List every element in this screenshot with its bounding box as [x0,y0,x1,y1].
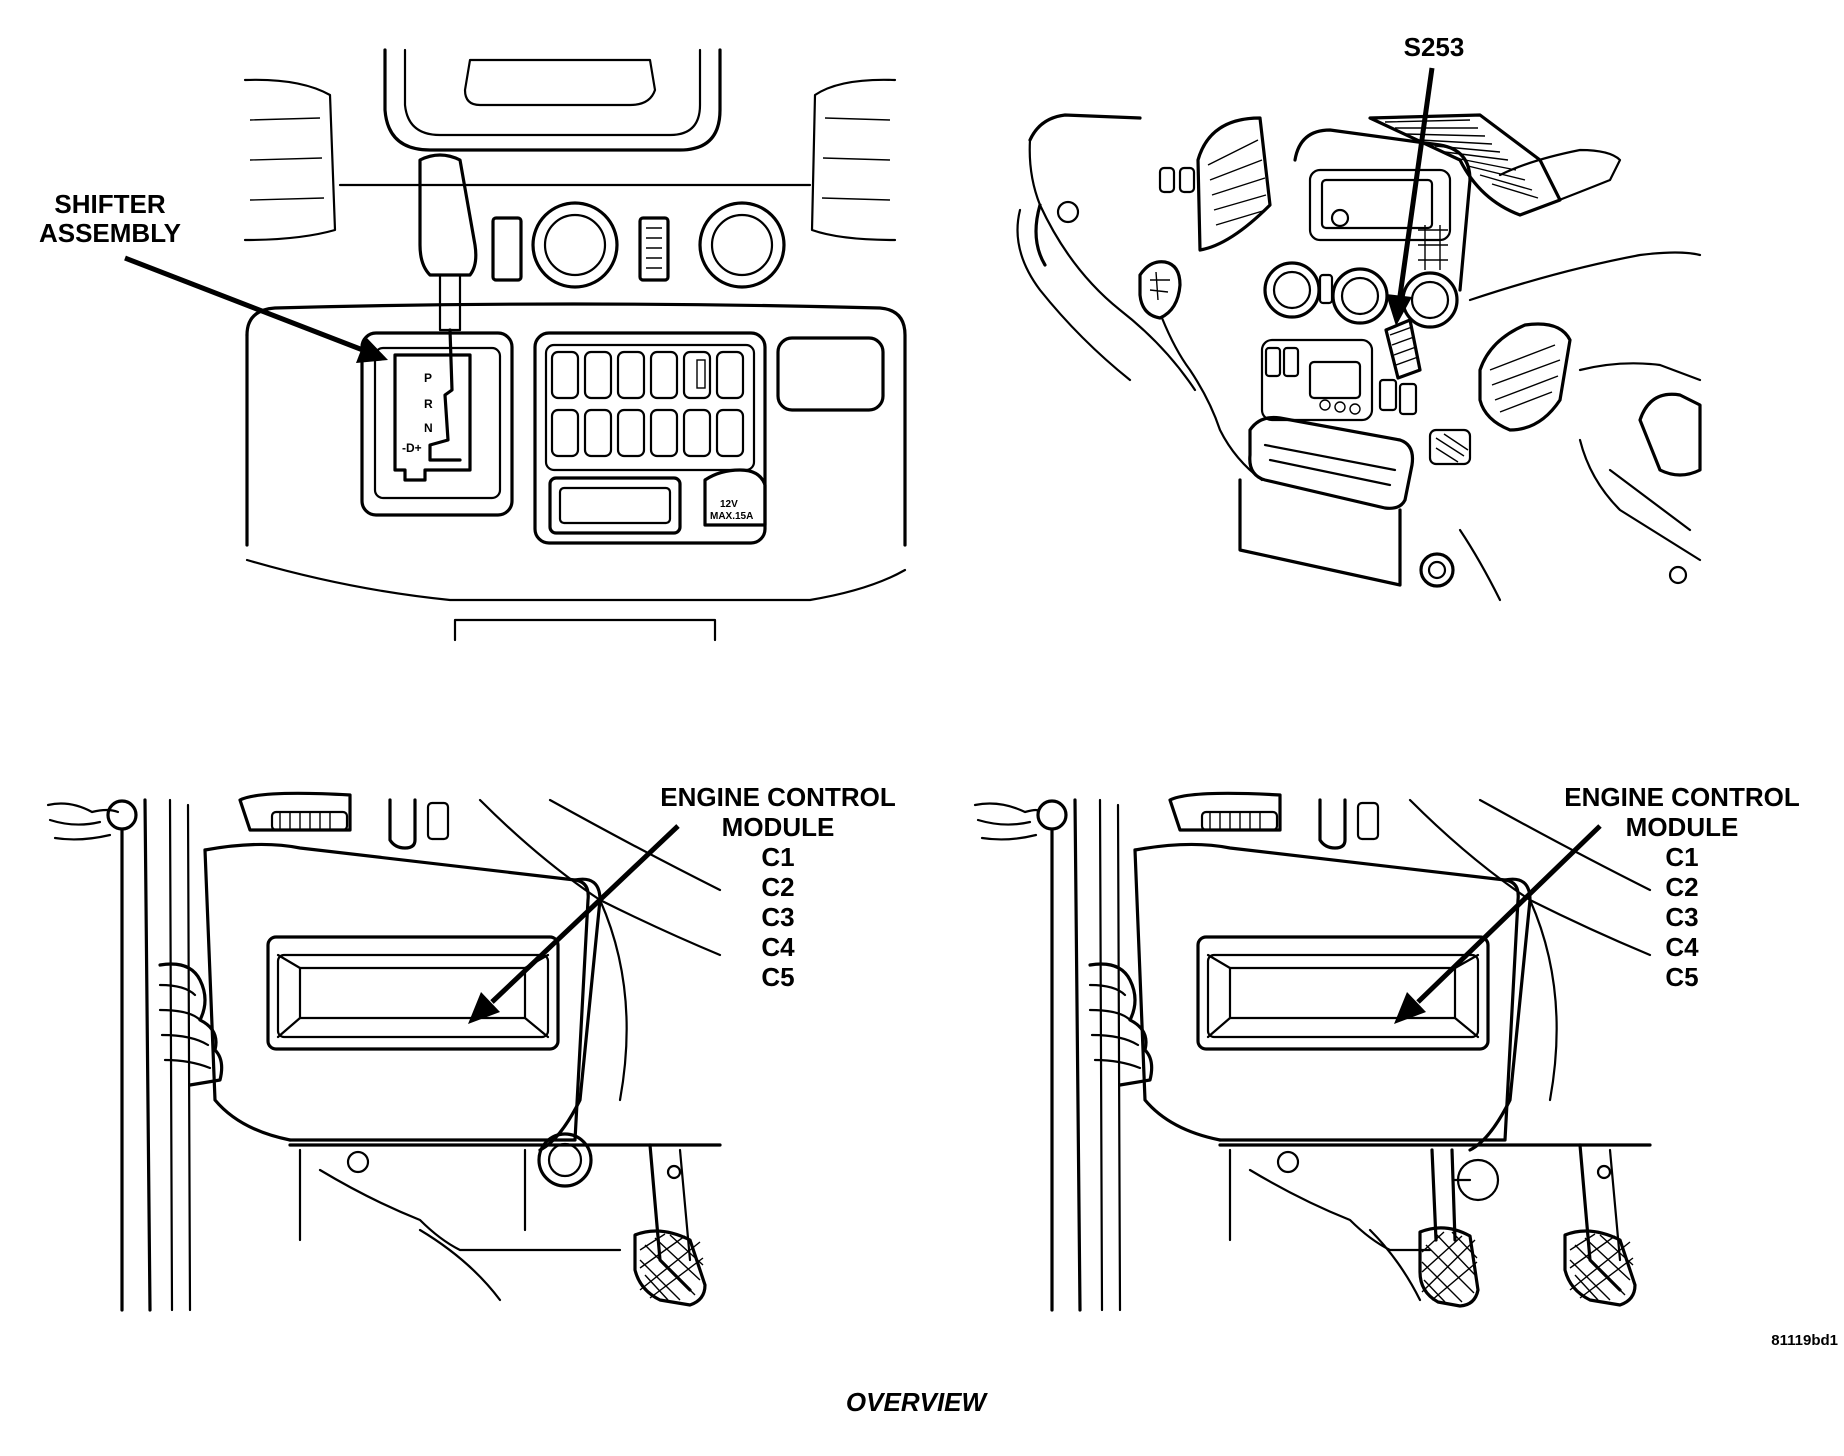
ecm-connector-left-c5: C5 [761,962,794,992]
ecm-connector-left-c1: C1 [761,842,794,872]
ecm-connector-right-c2: C2 [1665,872,1698,902]
ecm-connector-left-c3: C3 [761,902,794,932]
shifter-position-p: P [424,371,432,385]
switch-grid [550,350,745,458]
figure-caption: OVERVIEW [846,1387,989,1417]
shifter-label-line1: SHIFTER [54,189,165,219]
dashboard-panel: S253 [1016,32,1702,602]
ecm-label-left-line1: ENGINE CONTROL [660,782,896,812]
ecm-label-left-line2: MODULE [722,812,835,842]
outlet-rating: MAX.15A [710,511,753,522]
ecm-connector-right-c5: C5 [1665,962,1698,992]
ecm-label-right-line1: ENGINE CONTROL [1564,782,1800,812]
s253-connector [1384,318,1422,380]
figure-code: 81119bd1 [1771,1332,1838,1349]
ecm-panel-left: ENGINE CONTROL MODULE C1 C2 C3 C4 C5 [46,782,896,1312]
ecm-panel-right: ENGINE CONTROL MODULE C1 C2 C3 C4 C5 [973,782,1800,1312]
ecm-connector-right-c4: C4 [1665,932,1699,962]
ecm-connector-left-c2: C2 [761,872,794,902]
outlet-voltage: 12V [720,499,738,510]
ecm-connector-right-c1: C1 [1665,842,1698,872]
s253-label: S253 [1404,32,1465,62]
shifter-label-line2: ASSEMBLY [39,218,181,248]
shifter-position-r: R [424,397,433,411]
ecm-connector-right-c3: C3 [1665,902,1698,932]
ecm-label-right-line2: MODULE [1626,812,1739,842]
shifter-panel: P R N -D+ 12V MAX.15A [39,48,907,642]
shifter-position-n: N [424,421,433,435]
ecm-connector-left-c4: C4 [761,932,795,962]
shifter-position-d: -D+ [402,441,422,455]
